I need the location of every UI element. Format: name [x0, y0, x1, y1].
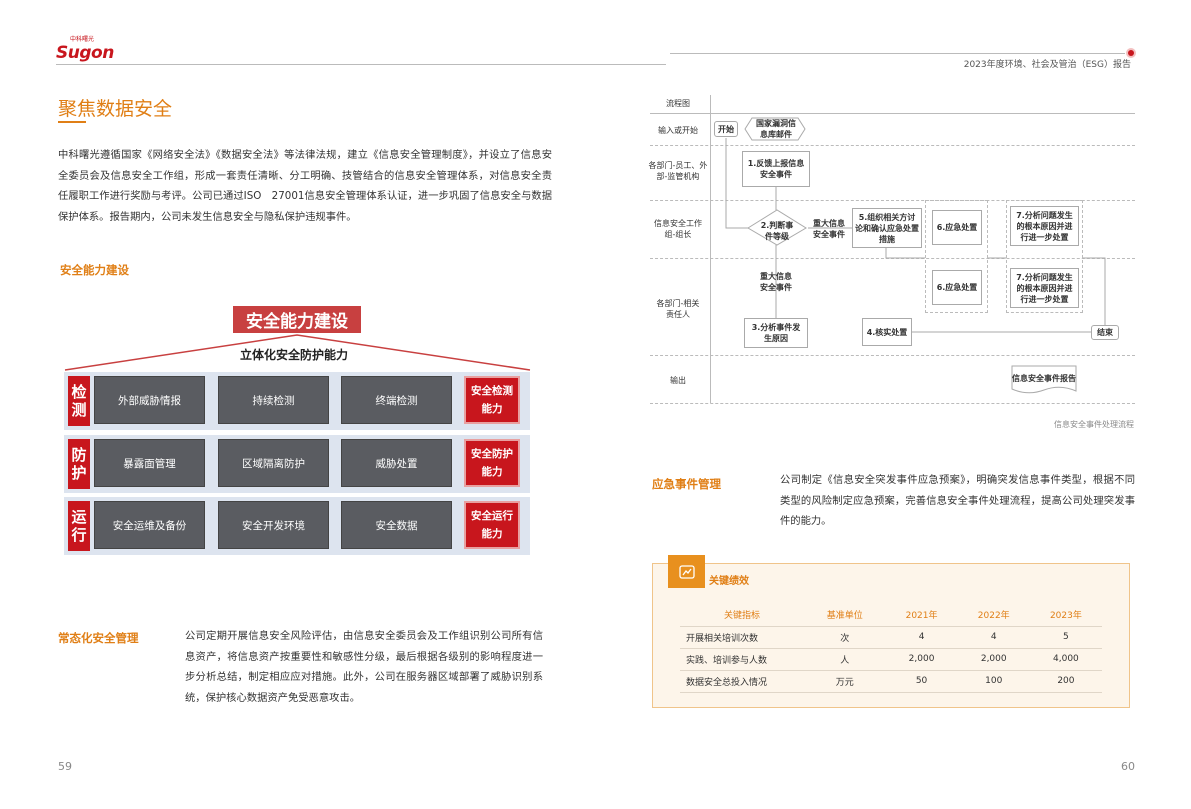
kpi-cell: 5	[1063, 632, 1069, 642]
flow-group-6	[925, 200, 988, 313]
kpi-cell: 实践、培训参与人数	[686, 655, 768, 666]
capability-row: 检测外部威胁情报持续检测终端检测安全检测能力	[64, 372, 530, 430]
capability-item: 外部威胁情报	[94, 376, 205, 424]
capability-item: 安全开发环境	[218, 501, 329, 549]
diagram-title: 安全能力建设	[233, 306, 361, 333]
lane-label: 信息安全工作组-组长	[654, 219, 702, 239]
kpi-row: 开展相关培训次数 次 4 4 5	[680, 626, 1102, 648]
capability-item: 持续检测	[218, 376, 329, 424]
flow-source: 国家漏洞信息库邮件	[756, 119, 796, 139]
capability-item: 安全数据	[341, 501, 452, 549]
page-title: 聚焦数据安全	[58, 98, 173, 120]
logo-cn: 中科曙光	[70, 36, 95, 43]
lane-label: 输出	[670, 376, 686, 385]
kpi-cell: 2,000	[908, 654, 935, 664]
col-header: 2021年	[905, 611, 938, 622]
flow-step-3: 3.分析事件发生原因	[744, 318, 808, 348]
routine-text: 公司定期开展信息安全风险评估，由信息安全委员会及工作组识别公司所有信息资产，将信…	[185, 630, 543, 704]
row-label: 检测	[68, 376, 90, 426]
col-header: 基准单位	[826, 611, 863, 622]
lane-divider	[650, 403, 1135, 404]
kpi-title: 关键绩效	[709, 576, 749, 587]
flow-report: 信息安全事件报告	[1012, 374, 1076, 383]
lane-divider	[650, 113, 1135, 114]
flow-step-6: 6.应急处置	[932, 210, 982, 245]
report-title: 2023年度环境、社会及管治（ESG）报告	[963, 60, 1131, 70]
logo-en: Sugon	[56, 43, 114, 63]
kpi-cell: 2,000	[980, 654, 1007, 664]
kpi-cell: 万元	[835, 677, 854, 688]
title-underline	[58, 121, 86, 123]
chart-line-icon	[668, 555, 705, 588]
routine-heading: 常态化安全管理	[58, 631, 139, 645]
col-header: 2022年	[977, 611, 1010, 622]
flow-caption: 信息安全事件处理流程	[1054, 420, 1134, 429]
flow-end: 结束	[1091, 325, 1119, 340]
capability-heading: 安全能力建设	[60, 263, 129, 277]
flow-label-major: 重大信息安全事件	[813, 219, 845, 239]
kpi-cell: 开展相关培训次数	[686, 633, 759, 644]
row-label: 防护	[68, 439, 90, 489]
flow-step-4: 4.核实处置	[862, 318, 912, 346]
capability-summary: 安全运行能力	[464, 501, 520, 549]
emergency-text: 公司制定《信息安全突发事件应急预案》，明确突发信息事件类型，根据不同类型的风险制…	[780, 474, 1135, 527]
capability-row: 防护暴露面管理区域隔离防护威胁处置安全防护能力	[64, 435, 530, 493]
emergency-heading: 应急事件管理	[652, 477, 721, 491]
kpi-cell: 100	[985, 676, 1003, 686]
capability-row: 运行安全运维及备份安全开发环境安全数据安全运行能力	[64, 497, 530, 555]
lane-divider	[650, 200, 1135, 201]
kpi-cell: 4	[918, 632, 925, 642]
lane-divider	[650, 355, 1135, 356]
col-header: 2023年	[1049, 611, 1082, 622]
lane-header-divider	[710, 95, 711, 403]
lane-label: 各部门-员工、外部-监管机构	[648, 161, 708, 181]
capability-item: 暴露面管理	[94, 439, 205, 487]
flow-step-7: 7.分析问题发生的根本原因并进行进一步处置	[1010, 268, 1079, 308]
flow-label-major: 重大信息安全事件	[760, 272, 792, 292]
kpi-row: 实践、培训参与人数 人 2,000 2,000 4,000	[680, 648, 1102, 670]
kpi-panel	[652, 563, 1130, 708]
header-rule-right	[670, 53, 1125, 54]
page-number-left: 59	[58, 760, 72, 773]
kpi-cell: 4,000	[1053, 654, 1079, 664]
kpi-table: 关键指标 基准单位 2021年 2022年 2023年 开展相关培训次数 次 4 4 5 实践、培…	[680, 604, 1102, 693]
flow-step-7: 7.分析问题发生的根本原因并进行进一步处置	[1010, 206, 1079, 246]
lane-label: 各部门-相关责任人	[656, 299, 700, 319]
capability-item: 威胁处置	[341, 439, 452, 487]
capability-item: 终端检测	[341, 376, 452, 424]
lane-label: 流程图	[666, 99, 690, 108]
kpi-cell: 4	[990, 632, 997, 642]
col-header: 关键指标	[723, 611, 760, 622]
flow-group-7	[1006, 200, 1083, 313]
kpi-cell: 次	[840, 633, 850, 644]
page-number-right: 60	[1121, 760, 1135, 773]
capability-item: 安全运维及备份	[94, 501, 205, 549]
row-label: 运行	[68, 501, 90, 551]
flow-step-5: 5.组织相关方讨论和确认应急处置措施	[852, 208, 922, 248]
roof-shape	[64, 334, 531, 371]
lane-label: 输入或开始	[658, 126, 698, 135]
kpi-cell: 200	[1057, 676, 1075, 686]
kpi-cell: 人	[840, 655, 850, 666]
flow-step-1: 1.反馈上报信息安全事件	[742, 151, 810, 187]
diagram-subtitle: 立体化安全防护能力	[240, 348, 349, 362]
flow-step-6: 6.应急处置	[932, 270, 982, 305]
flow-start: 开始	[714, 121, 738, 137]
header-dot	[1128, 50, 1134, 56]
capability-summary: 安全防护能力	[464, 439, 520, 487]
kpi-cell: 数据安全总投入情况	[686, 677, 768, 688]
intro-text: 中科曙光遵循国家《网络安全法》《数据安全法》等法律法规，建立《信息安全管理制度》…	[58, 149, 552, 223]
capability-item: 区域隔离防护	[218, 439, 329, 487]
flow-step-2: 2.判断事件等级	[760, 221, 794, 241]
kpi-row: 数据安全总投入情况 万元 50 100 200	[680, 670, 1102, 692]
header-rule	[56, 64, 666, 65]
lane-divider	[650, 145, 1135, 146]
capability-summary: 安全检测能力	[464, 376, 520, 424]
kpi-cell: 50	[915, 676, 928, 686]
